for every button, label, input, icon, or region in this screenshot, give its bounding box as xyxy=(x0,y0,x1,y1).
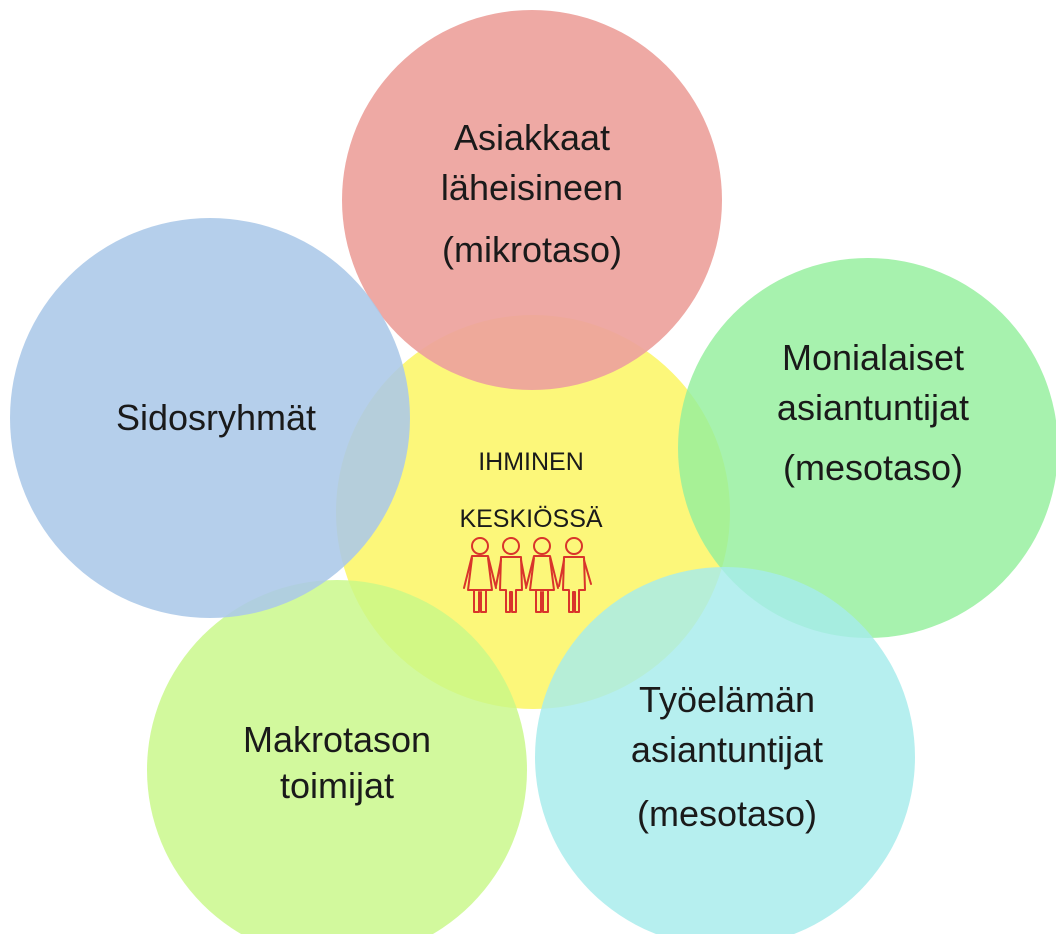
bottom-right-label-line2: asiantuntijat xyxy=(631,729,823,770)
right-label-line2: asiantuntijat xyxy=(777,387,969,428)
top-label-line3: (mikrotaso) xyxy=(442,229,622,270)
people-holding-hands-icon xyxy=(463,537,592,613)
center-label-line1: IHMINEN xyxy=(478,448,584,476)
center-label-line2: KESKIÖSSÄ xyxy=(459,505,602,533)
right-label-line3: (mesotaso) xyxy=(783,447,963,488)
bottom-right-label-line1: Työelämän xyxy=(639,679,815,720)
top-label-line1: Asiakkaat xyxy=(454,117,610,158)
left-label: Sidosryhmät xyxy=(116,397,316,438)
circle-bottom-left xyxy=(147,580,527,934)
circle-left xyxy=(10,218,410,618)
bottom-left-label-line2: toimijat xyxy=(280,765,394,806)
circle-right xyxy=(678,258,1056,638)
bottom-right-label-line3: (mesotaso) xyxy=(637,793,817,834)
circle-top xyxy=(342,10,722,390)
top-label-line2: läheisineen xyxy=(441,167,623,208)
right-label-line1: Monialaiset xyxy=(782,337,964,378)
circle-bottom-right xyxy=(535,567,915,934)
bottom-left-label-line1: Makrotason xyxy=(243,719,431,760)
